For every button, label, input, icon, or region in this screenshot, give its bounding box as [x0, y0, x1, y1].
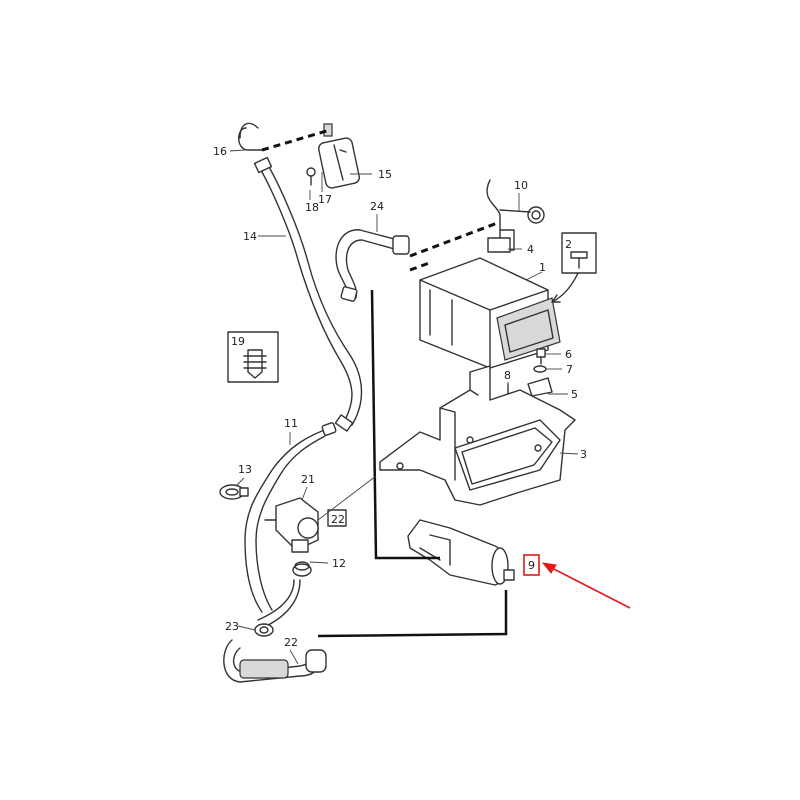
- routing-lines: [317, 289, 508, 638]
- hose-24[interactable]: [335, 229, 410, 302]
- red-arrow-icon: [547, 565, 631, 609]
- callout-24[interactable]: 24: [370, 200, 384, 213]
- callout-5[interactable]: 5: [571, 388, 578, 401]
- clamp-13[interactable]: [219, 484, 249, 500]
- callout-2[interactable]: 2: [565, 238, 572, 251]
- highlight-box: [523, 554, 540, 576]
- screw-17-18[interactable]: [306, 167, 316, 186]
- callout-8[interactable]: 8: [504, 369, 511, 382]
- callout-1[interactable]: 1: [539, 261, 546, 274]
- bolt-6[interactable]: [536, 348, 546, 365]
- inset-box-part-2[interactable]: [551, 232, 597, 303]
- callout-11[interactable]: 11: [284, 417, 298, 430]
- dashed-connector-canister-2: [409, 260, 433, 272]
- leader-lines: [229, 149, 579, 665]
- callout-4[interactable]: 4: [527, 243, 534, 256]
- hose-14-16[interactable]: [238, 122, 363, 432]
- highlight-callout-9: [523, 554, 631, 609]
- callout-22-box[interactable]: 22: [331, 513, 345, 526]
- filter-9[interactable]: [407, 519, 515, 586]
- callout-14[interactable]: 14: [243, 230, 257, 243]
- callout-18[interactable]: 18: [305, 201, 319, 214]
- mounting-bracket-3[interactable]: [379, 365, 576, 506]
- clamp-23[interactable]: [254, 623, 274, 637]
- callout-19[interactable]: 19: [231, 335, 245, 348]
- callout-15[interactable]: 15: [378, 168, 392, 181]
- callout-10[interactable]: 10: [514, 179, 528, 192]
- valve-21[interactable]: [264, 497, 319, 553]
- callout-17[interactable]: 17: [318, 193, 332, 206]
- bracket-5[interactable]: [527, 377, 553, 397]
- washer-7[interactable]: [533, 365, 547, 373]
- valve-15[interactable]: [318, 123, 361, 189]
- hose-11[interactable]: [244, 422, 337, 613]
- callout-9[interactable]: 9: [528, 559, 535, 572]
- hose-22-lower[interactable]: [223, 579, 327, 683]
- charcoal-canister-1[interactable]: [419, 257, 561, 369]
- callout-22[interactable]: 22: [284, 636, 298, 649]
- callout-7[interactable]: 7: [566, 363, 573, 376]
- dashed-connector-canister: [409, 220, 501, 258]
- callout-21[interactable]: 21: [301, 473, 315, 486]
- clamp-12[interactable]: [292, 561, 312, 577]
- bracket-4-10[interactable]: [486, 179, 545, 253]
- callout-16[interactable]: 16: [213, 145, 227, 158]
- callout-13[interactable]: 13: [238, 463, 252, 476]
- callout-6[interactable]: 6: [565, 348, 572, 361]
- inset-box-part-19[interactable]: [227, 331, 279, 383]
- callout-3[interactable]: 3: [580, 448, 587, 461]
- arrow-head-icon: [541, 562, 557, 574]
- inset-box-part-22[interactable]: [327, 509, 347, 527]
- callout-23[interactable]: 23: [225, 620, 239, 633]
- callout-labels: 16 14 15 17 18 24 10 4 2 1 6 7 8 5 3 19 …: [213, 145, 587, 649]
- callout-12[interactable]: 12: [332, 557, 346, 570]
